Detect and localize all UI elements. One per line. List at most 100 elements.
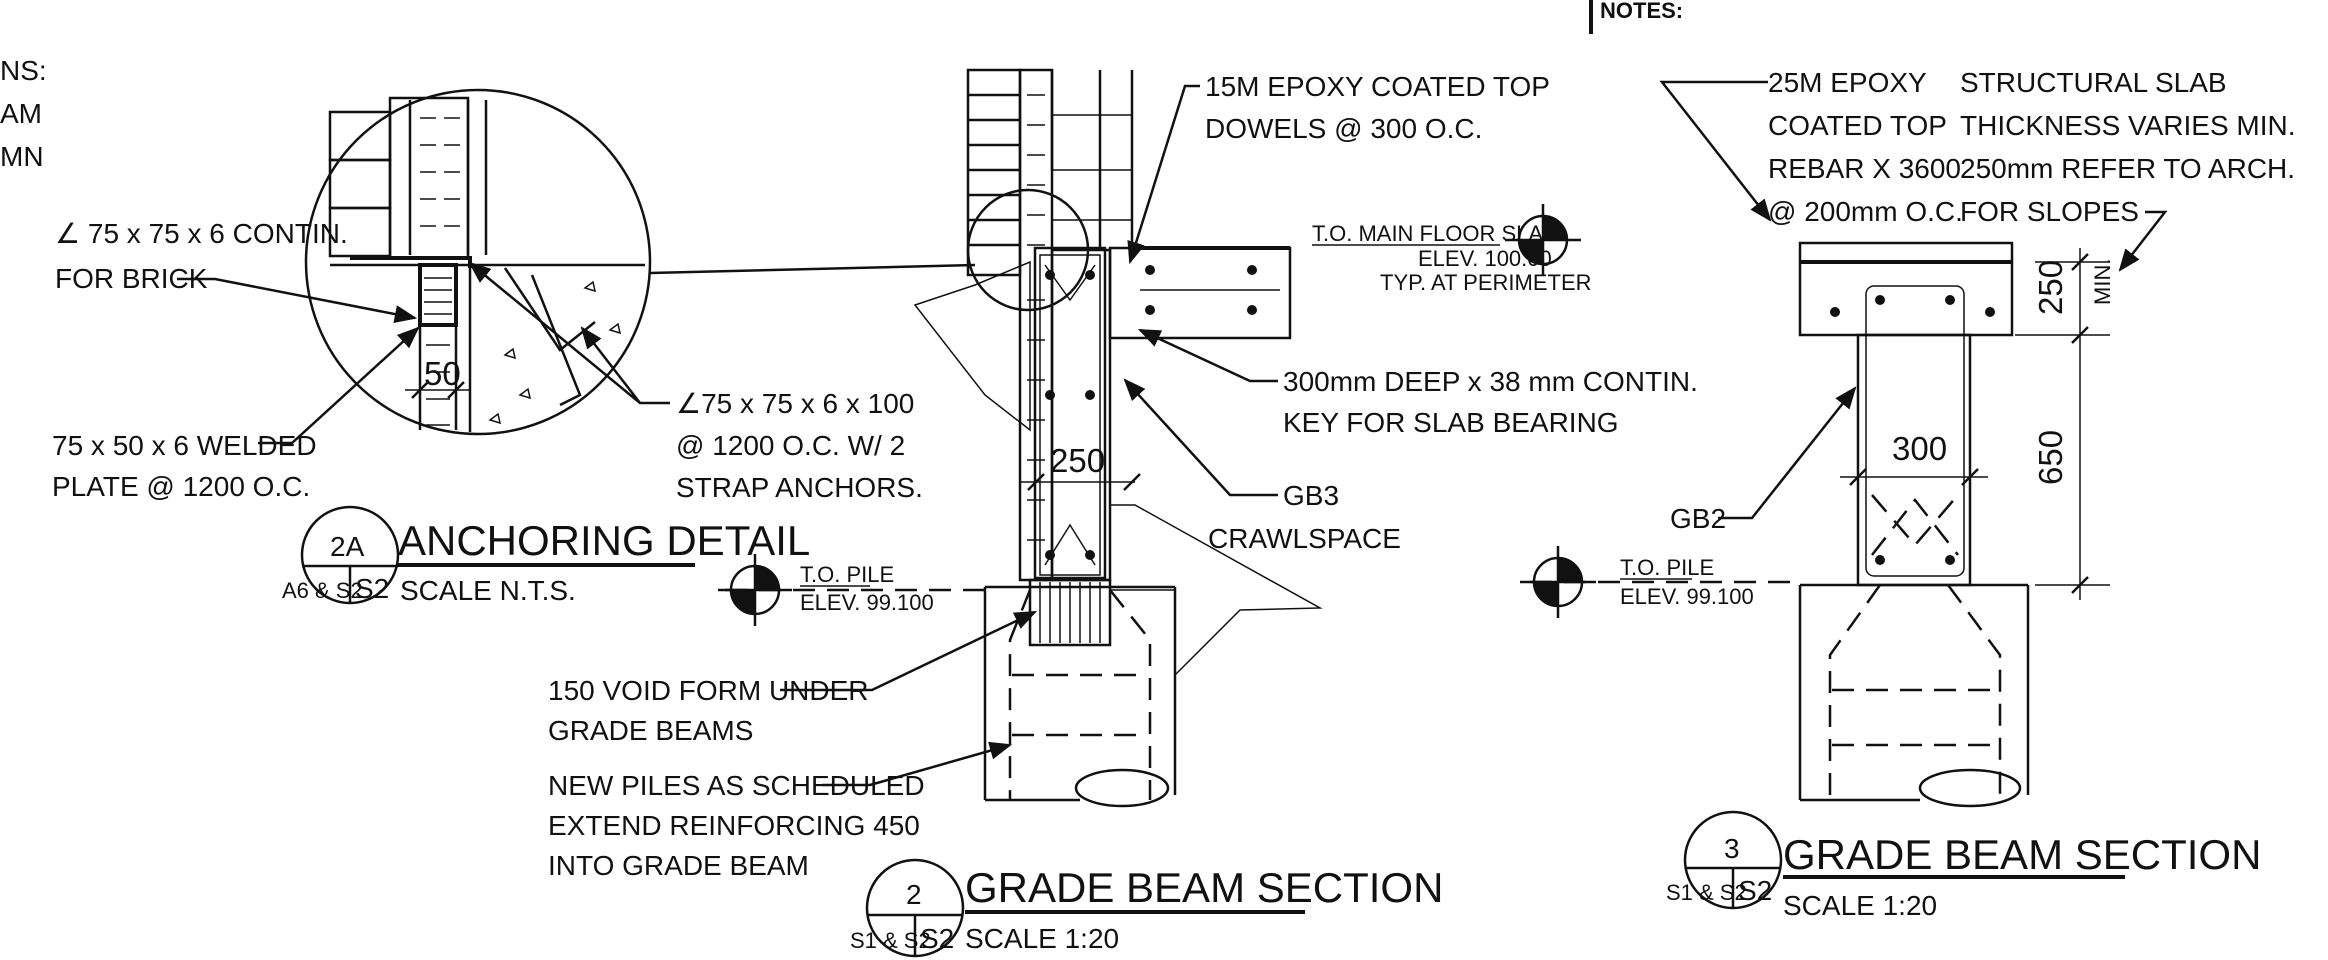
- section2-scale: SCALE 1:20: [965, 923, 1119, 954]
- label-crawlspace: CRAWLSPACE: [1208, 523, 1401, 554]
- dim-tick: [2071, 326, 2089, 344]
- label-thickness: THICKNESS VARIES MIN.: [1960, 110, 2296, 141]
- anchoring-detail-circle: [304, 88, 652, 436]
- section2-floor-slab-elev: ELEV. 100.00: [1418, 246, 1552, 271]
- rebar: [1085, 270, 1095, 280]
- section2-floor-slab-typ: TYP. AT PERIMETER: [1380, 270, 1592, 295]
- wall-dashes: [426, 344, 450, 426]
- leader-angle-strap: [468, 261, 670, 405]
- anchoring-bubble-sheet: S2: [355, 573, 389, 604]
- anchoring-dim-50: 50: [424, 355, 461, 392]
- label-angle-contin: ∠ 75 x 75 x 6 CONTIN.: [55, 218, 348, 249]
- concrete-aggregate: [488, 280, 622, 425]
- rebar: [1875, 555, 1885, 565]
- welded-plate: [418, 263, 458, 327]
- brick-cavity: [388, 96, 470, 260]
- section2-pile-elev: ELEV. 99.100: [800, 590, 934, 615]
- dim-tick: [1849, 468, 1867, 486]
- slab-level-marker-fill: [1519, 240, 1543, 264]
- rebar: [1247, 265, 1257, 275]
- pile-bell: [1918, 768, 2022, 808]
- left-edge-text-2: AM: [0, 98, 42, 129]
- rebar: [1875, 295, 1885, 305]
- leader-strap: [580, 326, 641, 404]
- dowel: [1871, 497, 1959, 556]
- leader-dowels: [1127, 84, 1200, 265]
- anchoring-detail: 50 ∠ 75 x 75 x 6 CONTIN. FOR BRICK 75 x …: [52, 88, 976, 606]
- rebar: [1145, 265, 1155, 275]
- brick: [328, 158, 392, 210]
- section3-scale: SCALE 1:20: [1783, 890, 1937, 921]
- label-dowels: 15M EPOXY COATED TOP: [1205, 71, 1550, 102]
- pile-reinforcing: [1008, 589, 1032, 800]
- section3-pile-elev: ELEV. 99.100: [1620, 584, 1754, 609]
- label-grade-beams: GRADE BEAMS: [548, 715, 753, 746]
- dim-tick: [1961, 468, 1979, 486]
- rebar: [1945, 295, 1955, 305]
- anchoring-bubble-num: 2A: [330, 531, 365, 562]
- rebar: [1830, 307, 1840, 317]
- plate-hatch: [424, 277, 452, 315]
- pile-reinforcing: [1946, 584, 2002, 800]
- section3-dim-650: 650: [2032, 430, 2069, 485]
- label-refer-arch: 250mm REFER TO ARCH.: [1960, 153, 2295, 184]
- leader-welded-plate: [258, 326, 420, 445]
- label-extend-reinforcing: EXTEND REINFORCING 450: [548, 810, 920, 841]
- section3-dim-250: 250: [2032, 260, 2069, 315]
- label-coated-top: COATED TOP: [1768, 110, 1947, 141]
- section2-title: GRADE BEAM SECTION: [965, 864, 1443, 911]
- pile-level-marker-fill: [731, 590, 755, 614]
- rebar: [1945, 555, 1955, 565]
- section3-bubble-sheet: S2: [1738, 875, 1772, 906]
- leader-angle-contin: [177, 277, 418, 323]
- slab-level-marker-fill: [1543, 216, 1567, 240]
- leader-gb3: [1123, 378, 1278, 497]
- label-strap-spacing: @ 1200 O.C. W/ 2: [676, 430, 905, 461]
- dowel: [1044, 523, 1096, 566]
- soil-right: [1109, 504, 1323, 677]
- label-strap-anchors: STRAP ANCHORS.: [676, 472, 923, 503]
- leader-slab-note: [2118, 210, 2168, 272]
- leader-gb2: [1718, 386, 1857, 520]
- rebar: [1247, 305, 1257, 315]
- insulation-dashes: [420, 117, 460, 227]
- rebar: [1085, 390, 1095, 400]
- label-welded-plate: 75 x 50 x 6 WELDED: [52, 430, 317, 461]
- section-2: 250 T.O. PILE ELEV. 99.100: [548, 68, 1698, 958]
- dowel: [1044, 264, 1096, 302]
- section2-bubble-num: 2: [906, 879, 922, 910]
- label-rebar: 25M EPOXY: [1768, 67, 1927, 98]
- section3-min: MIN.: [2090, 259, 2115, 305]
- anchoring-title: ANCHORING DETAIL: [398, 517, 810, 564]
- pile-reinforcing: [1828, 584, 1882, 800]
- section2-pile-label: T.O. PILE: [800, 562, 894, 587]
- detail-connector: [649, 263, 976, 275]
- section3-title: GRADE BEAM SECTION: [1783, 831, 2261, 878]
- label-key: 300mm DEEP x 38 mm CONTIN.: [1283, 366, 1698, 397]
- rebar: [1145, 305, 1155, 315]
- dim-tick: [447, 381, 465, 399]
- section3-pile-label: T.O. PILE: [1620, 555, 1714, 580]
- label-structural-slab: STRUCTURAL SLAB: [1960, 67, 2227, 98]
- soil-left: [913, 260, 1031, 432]
- floor-slab: [1108, 246, 1292, 340]
- section2-dim-250: 250: [1050, 442, 1105, 479]
- label-for-slopes: FOR SLOPES: [1960, 196, 2139, 227]
- section3-bubble-ref: S1 & S2: [1666, 880, 1747, 905]
- dim-tick: [2071, 253, 2089, 271]
- pile-level-marker-fill: [1534, 582, 1558, 606]
- label-dowel-spacing: DOWELS @ 300 O.C.: [1205, 113, 1482, 144]
- grade-beam-outline: [1033, 246, 1107, 580]
- section3-dim-300: 300: [1892, 430, 1947, 467]
- section-3: 300 250 MIN. 650 T.O. PILE ELEV. 99.100: [1520, 67, 2296, 921]
- dowel: [1871, 494, 1959, 547]
- leader-void-form: [780, 610, 1038, 692]
- dim-tick: [411, 381, 429, 399]
- detail-callout-circle: [966, 188, 1090, 312]
- pile-level-marker-fill: [1558, 558, 1582, 582]
- anchoring-scale: SCALE N.T.S.: [400, 575, 576, 606]
- pile-bell: [1074, 768, 1170, 808]
- stirrup: [1865, 285, 1965, 577]
- label-key-bearing: KEY FOR SLAB BEARING: [1283, 407, 1619, 438]
- label-gb3: GB3: [1283, 480, 1339, 511]
